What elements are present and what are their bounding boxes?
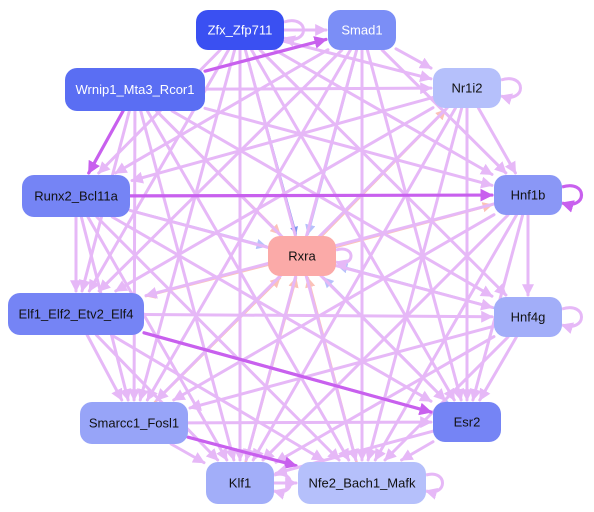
- node-wrnip1[interactable]: Wrnip1_Mta3_Rcor1: [65, 68, 205, 111]
- self-loop-hnf1b: [560, 184, 584, 213]
- node-label: Hnf1b: [511, 188, 546, 203]
- edge-elf1-to-smarcc1: [85, 333, 124, 402]
- edge-runx2-to-nfe2: [95, 215, 341, 462]
- edge-wrnip1-to-hnf4g: [170, 109, 494, 298]
- edge-wrnip1-to-nr1i2: [203, 82, 433, 95]
- edge-hnf4g-to-esr2: [478, 335, 518, 402]
- node-box: [494, 175, 562, 215]
- node-label: Smarcc1_Fosl1: [89, 416, 179, 431]
- node-smad1[interactable]: Smad1: [328, 10, 396, 50]
- node-runx2[interactable]: Runx2_Bcl11a: [22, 175, 130, 217]
- node-box: [206, 462, 274, 504]
- node-label: Rxra: [288, 249, 316, 264]
- edge-esr2-to-nfe2: [400, 440, 435, 462]
- edge-smad1-to-elf1: [97, 48, 344, 293]
- edge-runx2-to-klf1: [86, 215, 229, 462]
- edge-hnf1b-to-nfe2: [373, 213, 518, 462]
- node-label: Zfx_Zfp711: [208, 23, 273, 38]
- node-label: Nfe2_Bach1_Mafk: [309, 476, 416, 491]
- node-label: Hnf4g: [511, 310, 546, 325]
- node-nr1i2[interactable]: Nr1i2: [433, 68, 501, 108]
- edge-elf1-to-hnf4g: [142, 310, 494, 323]
- self-loop-nfe2: [424, 472, 444, 500]
- edge-smad1-to-runx2: [114, 48, 330, 175]
- node-zfx[interactable]: Zfx_Zfp711: [196, 10, 284, 50]
- node-label: Smad1: [341, 23, 382, 38]
- node-label: Nr1i2: [451, 81, 482, 96]
- edge-runx2-to-hnf1b: [128, 188, 494, 202]
- self-loop-rxra: [334, 247, 353, 271]
- node-label: Elf1_Elf2_Etv2_Elf4: [19, 307, 134, 322]
- edge-smarcc1-to-nfe2: [186, 435, 298, 469]
- edge-nr1i2-to-elf1: [114, 106, 435, 293]
- edge-elf1-to-esr2: [142, 331, 433, 416]
- edge-runx2-to-esr2: [110, 215, 433, 403]
- edge-wrnip1-to-smad1: [203, 36, 328, 73]
- node-hnf1b[interactable]: Hnf1b: [494, 175, 562, 215]
- edge-hnf4g-to-smarcc1: [188, 324, 496, 411]
- node-box: [328, 10, 396, 50]
- node-box: [494, 297, 562, 337]
- edge-nr1i2-to-klf1: [251, 106, 458, 462]
- node-label: Runx2_Bcl11a: [34, 189, 118, 204]
- self-loop-nr1i2: [499, 77, 522, 105]
- node-box: [268, 236, 336, 276]
- self-loops-layer: [272, 19, 584, 500]
- edge-hnf1b-to-smarcc1: [172, 213, 496, 402]
- node-box: [8, 293, 144, 335]
- node-esr2[interactable]: Esr2: [433, 402, 501, 442]
- node-box: [22, 175, 130, 217]
- node-smarcc1[interactable]: Smarcc1_Fosl1: [80, 402, 188, 444]
- edge-smarcc1-to-klf1: [169, 442, 206, 465]
- edge-nr1i2-to-runx2: [130, 95, 435, 184]
- edge-zfx-to-esr2: [250, 48, 456, 402]
- edge-smarcc1-to-esr2: [186, 416, 433, 429]
- node-box: [298, 462, 426, 504]
- node-hnf4g[interactable]: Hnf4g: [494, 297, 562, 337]
- self-loop-zfx: [282, 19, 305, 47]
- node-elf1[interactable]: Elf1_Elf2_Etv2_Elf4: [8, 293, 144, 335]
- self-loop-klf1: [272, 472, 292, 500]
- edge-wrnip1-to-runx2: [87, 109, 125, 175]
- node-box: [433, 402, 501, 442]
- edge-wrnip1-to-nfe2: [145, 109, 351, 462]
- node-label: Esr2: [454, 415, 481, 430]
- node-box: [196, 10, 284, 50]
- edge-hnf1b-to-klf1: [261, 213, 510, 462]
- edge-nr1i2-to-hnf1b: [476, 106, 517, 175]
- node-label: Klf1: [229, 476, 251, 491]
- node-klf1[interactable]: Klf1: [206, 462, 274, 504]
- edge-elf1-to-nfe2: [110, 333, 325, 462]
- self-loop-hnf4g: [560, 306, 583, 334]
- node-label: Wrnip1_Mta3_Rcor1: [76, 82, 195, 97]
- node-nfe2[interactable]: Nfe2_Bach1_Mafk: [298, 462, 426, 504]
- node-box: [65, 68, 205, 111]
- node-box: [433, 68, 501, 108]
- node-rxra[interactable]: Rxra: [268, 236, 336, 276]
- node-box: [80, 402, 188, 444]
- edge-smad1-to-nr1i2: [394, 47, 433, 70]
